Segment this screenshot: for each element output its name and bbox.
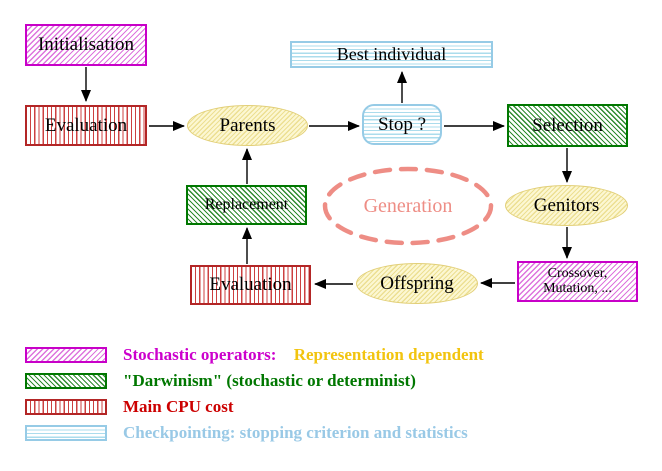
node-crossover-line2: Mutation, ...: [543, 280, 612, 296]
node-genitors-label: Genitors: [533, 194, 600, 216]
legend-label-main-cpu-cost: Main CPU cost: [123, 397, 233, 417]
node-crossover-mutation: Crossover, Mutation, ...: [517, 261, 638, 302]
node-evaluation-bottom-label: Evaluation: [209, 274, 292, 296]
node-replacement: Replacement: [186, 185, 307, 225]
node-genitors: Genitors: [505, 185, 628, 226]
node-selection-label: Selection: [532, 114, 603, 136]
node-best-individual-label: Best individual: [336, 44, 447, 65]
legend-text-main-cpu-cost: Main CPU cost: [123, 397, 234, 416]
node-selection: Selection: [507, 104, 628, 147]
node-evaluation-top: Evaluation: [25, 105, 147, 146]
legend-text-checkpointing: Checkpointing: stopping criterion and st…: [123, 423, 468, 442]
node-replacement-label: Replacement: [204, 195, 289, 213]
legend-item-darwinism: "Darwinism" (stochastic or determinist): [25, 371, 416, 391]
legend-text-representation: Representation dependent: [293, 345, 484, 364]
node-offspring-label: Offspring: [380, 272, 454, 294]
legend-label-checkpointing: Checkpointing: stopping criterion and st…: [123, 423, 468, 443]
node-initialisation: Initialisation: [25, 24, 147, 66]
node-crossover-line1: Crossover,: [547, 265, 608, 281]
legend-text-darwinism: "Darwinism" (stochastic or determinist): [123, 371, 416, 390]
node-parents: Parents: [187, 105, 308, 146]
node-evaluation-bottom: Evaluation: [190, 265, 311, 305]
generation-dashed-ellipse: [322, 166, 494, 246]
legend-swatch-red-stripes: [25, 399, 107, 415]
node-initialisation-label: Initialisation: [37, 34, 135, 56]
legend-item-main-cpu-cost: Main CPU cost: [25, 397, 233, 417]
legend-item-checkpointing: Checkpointing: stopping criterion and st…: [25, 423, 468, 443]
legend-swatch-cyan-stripes: [25, 425, 107, 441]
node-generation-label: Generation: [363, 194, 453, 217]
legend-swatch-magenta-hatch: [25, 347, 107, 363]
node-stop-label: Stop ?: [377, 113, 427, 135]
node-offspring: Offspring: [356, 263, 478, 304]
node-stop: Stop ?: [362, 104, 442, 145]
legend-item-stochastic-operators: Stochastic operators: Representation dep…: [25, 345, 484, 365]
legend-label-darwinism: "Darwinism" (stochastic or determinist): [123, 371, 416, 391]
legend-text-stochastic: Stochastic operators:: [123, 345, 277, 364]
node-parents-label: Parents: [219, 114, 276, 136]
node-evaluation-top-label: Evaluation: [44, 114, 128, 136]
legend-swatch-green-hatch: [25, 373, 107, 389]
node-generation: Generation: [323, 167, 493, 245]
legend-label-stochastic-operators: Stochastic operators: Representation dep…: [123, 345, 484, 365]
node-best-individual: Best individual: [290, 41, 493, 68]
